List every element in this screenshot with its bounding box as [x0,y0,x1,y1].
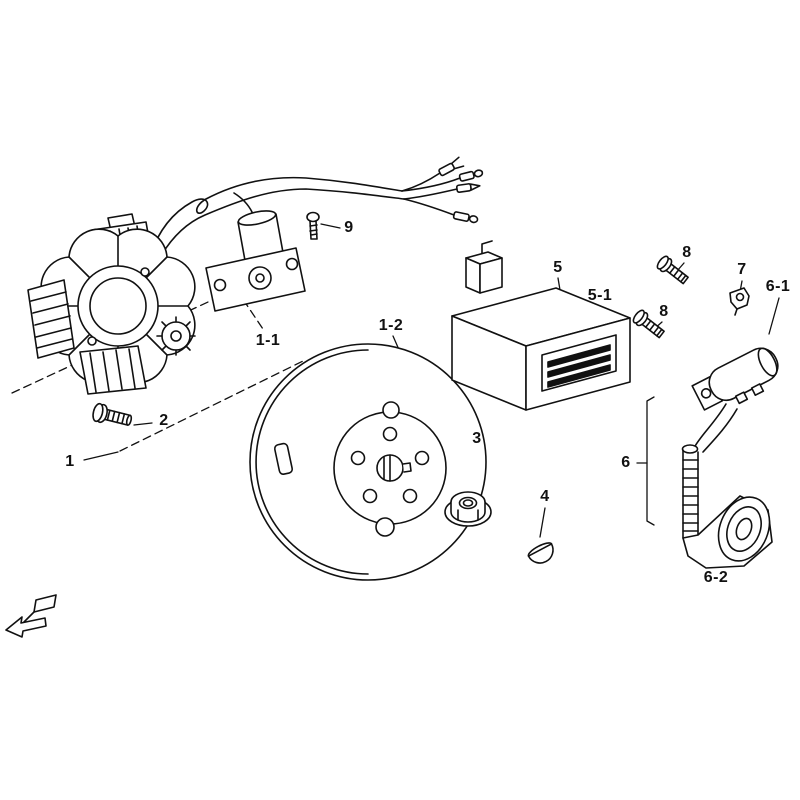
cdi-unit [451,240,631,411]
part-callout-4: 4 [540,488,550,505]
part-callout-1: 1 [65,453,75,470]
clamp-7 [729,287,750,316]
front-direction-arrow-icon [5,594,57,638]
wiring-harness [149,156,484,264]
part-callout-2: 2 [159,412,169,429]
part-callout-6: 6 [621,454,631,471]
pickup-condenser-assembly [205,210,306,312]
part-callout-9: 9 [344,219,354,236]
part-callout-6-2: 6-2 [703,569,729,586]
flange-nut-3 [444,491,492,527]
bolt-2 [92,402,133,426]
half-moon-key-4 [527,542,554,564]
part-callout-3: 3 [472,430,482,447]
part-callout-1-2: 1-2 [378,317,404,334]
stator-assembly [27,213,196,395]
wire-terminals [438,156,484,224]
part-callout-5-1: 5-1 [587,287,613,304]
part-callout-1-1: 1-1 [255,332,281,349]
spark-plug-cap [682,495,773,569]
flywheel-rotor [249,343,487,581]
ignition-coil [681,347,779,539]
screw-9 [306,211,320,240]
part-callout-7: 7 [737,261,747,278]
part-callout-5: 5 [553,259,563,276]
part-callout-8b: 8 [659,303,669,320]
bolt-8b [632,309,665,339]
bolt-8a [656,255,689,285]
part-callout-6-1: 6-1 [765,278,791,295]
part-callout-8a: 8 [682,244,692,261]
